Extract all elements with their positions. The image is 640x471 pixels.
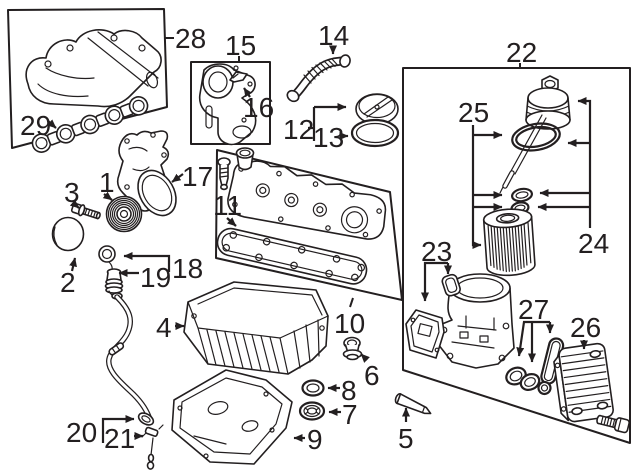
- callout-18-bracket-arrow: [123, 252, 171, 272]
- callout-22: 22: [506, 37, 537, 68]
- housing-gasket-small-drawing: [441, 273, 461, 297]
- timing-cover-group: 17: [116, 130, 213, 217]
- filter-housing-body-drawing: [437, 273, 515, 369]
- callout-17-arrow: [171, 173, 184, 183]
- dowel-pin-drawing: [394, 393, 432, 415]
- callout-10-line: [349, 297, 354, 308]
- seal-ring-7-group: 7: [298, 399, 358, 430]
- callout-1: 1: [99, 167, 115, 198]
- callout-11: 11: [213, 190, 242, 221]
- pan-ribs: [206, 319, 320, 373]
- pulley-bolt-group: 3: [64, 177, 101, 220]
- housing-gasket-large-drawing: [405, 309, 445, 359]
- callout-6-arrow: [360, 353, 370, 363]
- callout-16: 16: [243, 92, 274, 123]
- valve-cover-cap-drawing: [235, 147, 255, 171]
- callout-23: 23: [421, 236, 452, 267]
- upper-oil-pan-group: 4: [156, 281, 329, 375]
- housing-oring-2-drawing: [519, 373, 541, 391]
- callout-23-bracket-left: [421, 261, 448, 302]
- callout-3: 3: [64, 177, 80, 208]
- callout-20: 20: [66, 417, 97, 448]
- filter-cap-drawing: [525, 75, 571, 130]
- callout-4: 4: [156, 312, 172, 343]
- intake-manifold-group: 28 29: [7, 8, 206, 153]
- lower-oil-pan-group: 9: [171, 369, 323, 465]
- callout-18: 18: [172, 253, 203, 284]
- filler-cap-seal-drawing: [350, 118, 400, 148]
- callout-11-arrow: [226, 217, 237, 227]
- cooler-bolt-drawing: [596, 414, 631, 434]
- oil-filler-cap-group: 12 13: [283, 93, 400, 153]
- callout-6: 6: [364, 360, 380, 391]
- small-oring-1-drawing: [510, 187, 534, 203]
- callout-29-arrow: [46, 119, 57, 129]
- callout-16-arrow: [243, 87, 253, 98]
- callout-7: 7: [342, 399, 358, 430]
- dipstick-group: 19 18: [98, 245, 203, 298]
- sealing-cap-group: 2: [51, 216, 85, 298]
- callout-19: 19: [140, 262, 171, 293]
- oil-cooler-drawing: [553, 342, 614, 423]
- callout-26: 26: [570, 312, 601, 343]
- callout-1-arrow: [102, 191, 113, 201]
- valve-cover-gasket-drawing: [216, 227, 368, 285]
- filter-cap-oring-drawing: [511, 122, 561, 152]
- callout-8: 8: [341, 375, 357, 406]
- callout-20-bracket-arrow: [101, 415, 135, 443]
- callout-9: 9: [307, 424, 323, 455]
- callout-17: 17: [182, 161, 213, 192]
- callout-25-bracket: [471, 125, 482, 249]
- callout-2: 2: [60, 267, 76, 298]
- callout-21: 21: [104, 423, 135, 454]
- valve-cover-group: 11 10: [213, 147, 403, 339]
- callout-box-28: [7, 8, 168, 149]
- dipstick-tube-group: 20 21: [66, 292, 164, 470]
- callout-27-drop-1: [516, 320, 550, 357]
- intake-manifold-gasket-drawing: [31, 96, 149, 153]
- callout-28: 28: [175, 23, 206, 54]
- callout-29: 29: [20, 110, 51, 141]
- callout-27: 27: [518, 294, 549, 325]
- dipstick-lower-clip: [141, 424, 164, 470]
- seal-ring-8-group: 8: [301, 375, 357, 406]
- filter-pleats: [487, 219, 532, 273]
- valve-cover-plug-drawing: [217, 157, 231, 191]
- callout-3-arrow: [69, 199, 80, 209]
- callout-24: 24: [578, 228, 609, 259]
- housing-oblong-gasket-drawing: [537, 337, 565, 396]
- drain-plug-group: 6: [342, 336, 380, 391]
- callout-12-bracket: [308, 107, 316, 141]
- timing-belt-cover-group: 15 16: [190, 30, 274, 146]
- oil-filter-housing-group: 22: [394, 37, 631, 454]
- intake-manifold-drawing: [25, 29, 162, 108]
- callout-24-bracket: [577, 97, 592, 228]
- hose-corrugations: [303, 58, 339, 84]
- crank-pulley-group: 1: [99, 167, 143, 233]
- callout-2-arrow: [69, 257, 77, 272]
- callout-15: 15: [225, 30, 256, 61]
- callout-5: 5: [398, 423, 414, 454]
- callout-10: 10: [334, 308, 365, 339]
- callout-25: 25: [458, 97, 489, 128]
- callout-13: 13: [313, 122, 344, 153]
- timing-belt-cover-drawing: [198, 63, 257, 146]
- callout-12: 12: [283, 114, 314, 145]
- cover-clip-drawing: [229, 71, 248, 83]
- callout-box-22: [402, 67, 631, 444]
- oil-filler-hose-group: 14: [286, 20, 351, 103]
- oil-filter-element-drawing: [482, 208, 536, 277]
